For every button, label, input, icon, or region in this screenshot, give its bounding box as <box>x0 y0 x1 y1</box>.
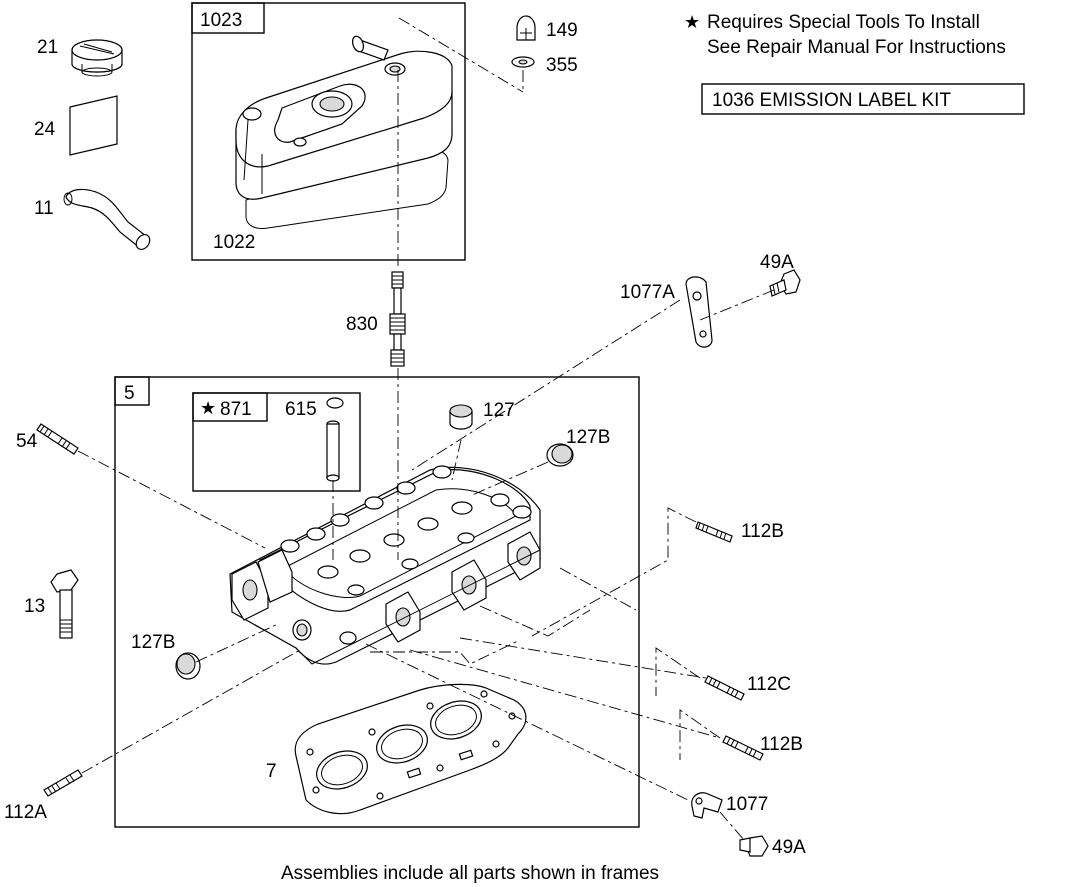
label-127B-right: 127B <box>566 427 610 448</box>
label-11: 11 <box>34 198 54 219</box>
label-355: 355 <box>546 55 578 76</box>
stud-112C-part <box>704 675 745 701</box>
frame-label-871: 871 <box>220 399 252 420</box>
label-127: 127 <box>483 400 515 421</box>
cylinder-head-part <box>229 465 541 665</box>
stud-112B-top-part <box>695 521 733 543</box>
bracket-1077-part <box>691 792 723 819</box>
leader-line <box>398 17 524 93</box>
leader-lines <box>195 289 775 841</box>
label-24: 24 <box>34 119 56 140</box>
bolt-49A-top-part <box>769 269 801 297</box>
valve-cover-part <box>235 35 453 229</box>
plug-127B-right-part <box>546 443 574 467</box>
label-7: 7 <box>266 761 277 782</box>
frame-label-5: 5 <box>124 383 135 404</box>
star-symbol-871: ★ <box>200 398 216 418</box>
special-tools-line2: See Repair Manual For Instructions <box>707 37 1006 58</box>
washer-part <box>511 56 535 68</box>
oil-filler-cap-part <box>71 39 123 77</box>
label-112B-top: 112B <box>741 521 784 542</box>
label-830: 830 <box>346 314 378 335</box>
label-1022: 1022 <box>213 232 255 253</box>
label-112A: 112A <box>4 802 47 823</box>
leader-line <box>77 450 266 549</box>
emission-label-text: 1036 EMISSION LABEL KIT <box>712 90 951 111</box>
guide-kit-frame: ★ 871 <box>192 392 361 492</box>
emission-label-box: 1036 EMISSION LABEL KIT <box>701 83 1025 115</box>
label-127B-left: 127B <box>131 632 175 653</box>
stud-830-part <box>389 271 406 367</box>
stud-112B-bottom-part <box>722 735 764 761</box>
bolt-49A-bottom-part <box>739 835 769 857</box>
stud-54-part <box>36 423 79 455</box>
label-sticker-part <box>69 95 118 156</box>
label-149: 149 <box>546 20 578 41</box>
label-112B-bottom: 112B <box>760 734 803 755</box>
plug-127-part <box>449 404 473 430</box>
label-112C: 112C <box>747 674 791 695</box>
label-615: 615 <box>285 399 317 420</box>
leader-line <box>81 649 301 774</box>
label-21: 21 <box>37 37 58 58</box>
frame-label-1023: 1023 <box>200 10 242 31</box>
label-1077A: 1077A <box>620 282 675 303</box>
bracket-1077A-part <box>685 276 713 348</box>
stud-112A-part <box>43 769 83 797</box>
plug-127B-left-part <box>175 652 201 680</box>
bolt-13-part <box>50 569 79 639</box>
breather-hose-part <box>63 188 151 251</box>
label-49A-top: 49A <box>760 252 794 273</box>
label-1077: 1077 <box>726 794 768 815</box>
valve-guide-part <box>326 397 344 482</box>
label-49A-bottom: 49A <box>772 837 806 858</box>
special-tools-note: ★ Requires Special Tools To Install See … <box>684 12 1006 58</box>
special-tools-line1: Requires Special Tools To Install <box>707 12 980 33</box>
cylinder-head-assembly-frame: 5 <box>114 376 640 828</box>
label-13: 13 <box>24 596 45 617</box>
valve-cover-assembly-frame: 1023 <box>191 2 466 261</box>
footer-note: Assemblies include all parts shown in fr… <box>281 863 659 884</box>
label-54: 54 <box>16 431 38 452</box>
star-symbol: ★ <box>684 12 700 32</box>
head-gasket-part <box>294 683 527 815</box>
cap-nut-part <box>516 15 536 41</box>
